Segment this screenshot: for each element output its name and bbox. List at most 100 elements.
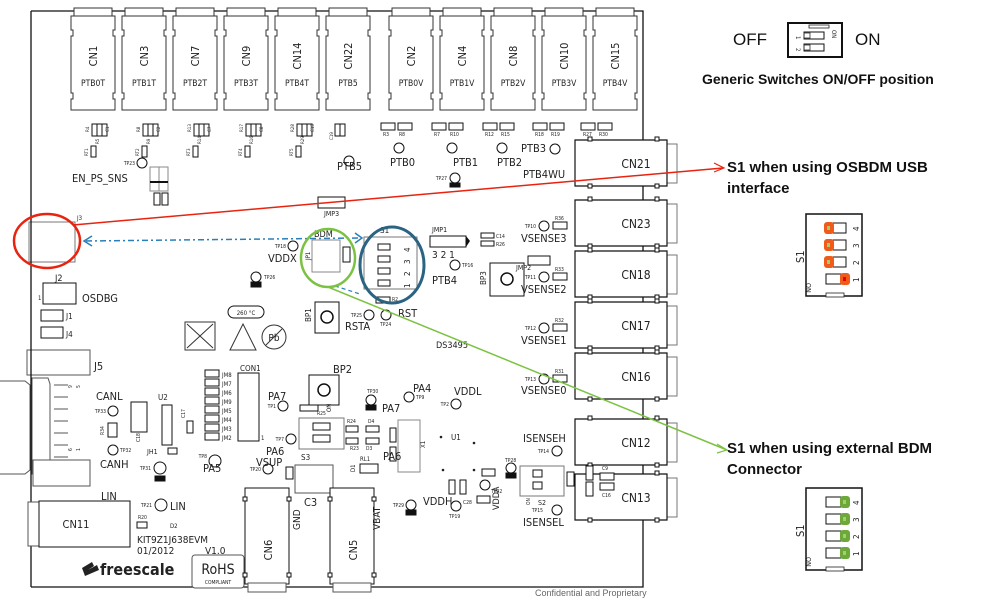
usb-link-arrow-left-icon	[82, 235, 93, 247]
connector-body	[574, 250, 668, 298]
tp-label: TP19	[448, 514, 460, 520]
testpoint-tp9	[403, 391, 415, 403]
usb-connector-j3	[28, 221, 76, 263]
res-label: C2	[156, 126, 162, 132]
connector-ref: CN16	[621, 370, 650, 384]
tp-label: TP12	[524, 326, 536, 332]
capacitor-c17	[186, 420, 194, 434]
pb-label: Pb	[268, 333, 279, 344]
resistor-cell	[301, 123, 308, 137]
notch	[327, 496, 333, 502]
notch	[371, 572, 377, 578]
capacitor-near-vdda	[476, 495, 491, 504]
connector-cn5	[329, 487, 375, 585]
jm-label: JM4	[221, 417, 232, 424]
connector-tab	[226, 7, 266, 17]
testpoint-tp32	[107, 444, 119, 456]
j5-label: J5	[93, 360, 103, 373]
res-label: R15	[501, 132, 510, 138]
connector-label: PTB1T	[132, 79, 156, 89]
res-label: R9	[146, 138, 152, 144]
right-connector-cn23: CN23	[574, 196, 678, 249]
connector-tab	[666, 305, 678, 346]
res-label: D3	[366, 446, 372, 452]
s1-on-mark: ON	[804, 557, 812, 567]
right-connector-cn12: CN12	[574, 415, 678, 468]
testpoint-tp3	[393, 142, 405, 154]
resistor-cell	[193, 123, 200, 137]
capacitor-c13	[481, 468, 496, 477]
s1-pin-label-4: 4	[852, 226, 861, 231]
diode-d4	[365, 425, 380, 433]
cn11-body	[38, 500, 131, 548]
notch	[654, 136, 660, 142]
capacitor-c14	[480, 232, 495, 239]
res-label: R26	[496, 242, 505, 248]
res-label: R8	[136, 126, 142, 132]
connector-label: PTB4T	[285, 79, 309, 89]
generic-switch-icon: 1 2 ON	[787, 22, 843, 58]
external-annotation: S1 when using external BDM Connector	[727, 438, 932, 480]
jm-label: JM5	[221, 408, 232, 415]
connector-tab	[328, 7, 368, 17]
testpoint-tp15	[551, 504, 563, 516]
connector-tab	[544, 7, 584, 17]
testpoint-tp27	[449, 172, 461, 184]
s1-pin-label-2: 2	[852, 260, 861, 265]
resistor-cell	[91, 123, 98, 137]
connector-ref: CN17	[621, 319, 650, 333]
u1-corner-mark	[472, 441, 476, 445]
res-label: R30	[599, 132, 608, 138]
res-label: R12	[485, 132, 494, 138]
jm-label: JM3	[221, 426, 232, 433]
res-label: C8	[259, 126, 265, 132]
notch	[371, 496, 377, 502]
connector-body	[574, 473, 668, 521]
notch	[587, 247, 593, 253]
svg-text:2: 2	[794, 48, 801, 51]
right-connector-cn18: CN18	[574, 247, 678, 300]
tp-label: TP25	[350, 313, 362, 319]
j3-highlight-circle	[12, 212, 82, 270]
jmp1-pins-label: 3 2 1	[432, 250, 455, 261]
jmp2-label: JMP2	[515, 264, 531, 272]
bdm-header-jp1	[311, 239, 341, 273]
s3-label: S3	[301, 453, 310, 462]
connector-ref: CN13	[621, 491, 650, 505]
capacitor-c18	[130, 401, 148, 433]
s1-knob-dot	[827, 243, 830, 247]
vbat-label: VBAT	[372, 506, 383, 530]
db9-pin-label: 5	[76, 385, 82, 388]
resistor-cell	[152, 123, 159, 137]
ds-label: DS3495	[436, 341, 468, 351]
testpoint-tp7	[285, 433, 297, 445]
s1-slot	[377, 243, 391, 251]
res-label: C17	[181, 409, 187, 418]
cn11-tab	[27, 501, 41, 547]
jmp1-label: JMP1	[431, 226, 447, 234]
capacitor-c11	[448, 479, 456, 495]
diode-d3	[365, 437, 380, 445]
d1-label: D1	[350, 464, 357, 472]
tp-label: TP10	[524, 224, 536, 230]
temp-badge	[227, 305, 265, 319]
tp-label: TP9	[415, 395, 424, 401]
jumper-jh1	[167, 447, 178, 455]
tp-label: TP28	[504, 458, 516, 464]
osdbg-header-j2	[42, 282, 77, 305]
tp-label: TP21	[140, 503, 152, 509]
capacitor-c10	[566, 471, 575, 487]
connector-ref: CN18	[621, 268, 650, 282]
connector-tab	[666, 203, 678, 244]
testpoint-tp33	[107, 405, 119, 417]
res-label: R33	[555, 267, 564, 273]
s1-pin-label-1: 1	[852, 277, 861, 282]
tp-label: TP30	[366, 389, 378, 395]
testpoint-tp20	[262, 463, 274, 475]
osdbg-label: OSDBG	[82, 292, 118, 305]
res-label: C16	[602, 493, 611, 499]
temp-label: 260 °C	[237, 310, 256, 317]
res-label: R36	[555, 216, 564, 222]
